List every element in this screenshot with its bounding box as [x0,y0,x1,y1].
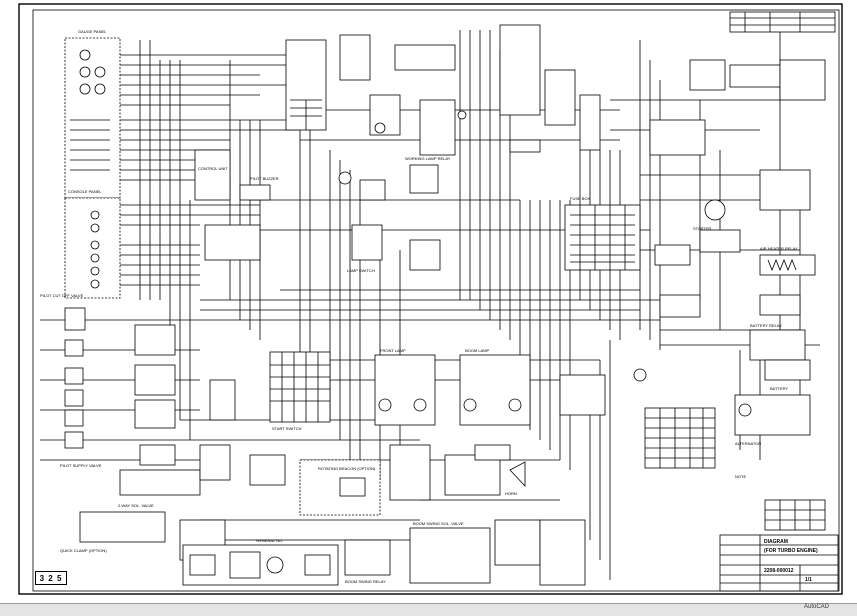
two-way-label: 2-WAY SOL. VALVE [118,503,154,508]
rotating-beacon-label: ROTATING BEACON (OPTION) [318,466,376,471]
fuse-box-label: FUSE BOX [570,196,591,201]
pilot-valves: PILOT CUT OFF VALVE PILOT SUPPLY VALVE [40,293,176,468]
air-heater-relay-label: AIR HEATER RELAY [760,246,798,251]
lamp-relays: WORKING LAMP RELAY LAMP SWITCH PILOT BUZ… [204,156,451,273]
start-switch-label: START SWITCH [272,426,302,431]
start-switch: START SWITCH [209,351,331,431]
connector-table: NOTE [644,407,826,531]
sheet-number-box: 3 2 5 [35,571,67,585]
battery-relay-label: BATTERY RELAY [750,323,782,328]
pilot-supply-label: PILOT SUPPLY VALVE [60,463,102,468]
starter-label: STARTER [693,226,711,231]
drawing-title: DIAGRAM [764,539,788,545]
control-unit: CONTROL UNIT [194,149,231,201]
terminal-block: TERMINAL NO. [182,538,339,586]
boom-lamp-label: BOOM LAMP [465,348,490,353]
drawing-page: 1/1 [805,577,812,583]
working-lamp-relay-label: WORKING LAMP RELAY [405,156,451,161]
fuse-box: FUSE BOX [564,196,641,271]
drawing-subtitle: (FOR TURBO ENGINE) [764,548,818,554]
rotating-beacon: ROTATING BEACON (OPTION) [199,444,381,516]
boom-swing-valve-label: BOOM SWING SOL. VALVE [413,521,464,526]
lamp-switch-label: LAMP SWITCH [347,268,375,273]
control-unit-label: CONTROL UNIT [198,166,228,171]
boom-swing-relay-label: BOOM SWING RELAY [345,579,386,584]
horn-label: HORN [505,491,517,496]
note-label: NOTE [735,474,746,479]
quick-clamp-label: QUICK CLAMP (OPTION) [60,548,107,553]
console-panel: CONSOLE PANEL [64,189,121,299]
gauge-panel: GAUGE PANEL [64,29,121,199]
boom-swing: BOOM SWING RELAY BOOM SWING SOL. VALVE [344,519,586,586]
terminal-no-label: TERMINAL NO. [255,538,283,543]
viewer-status-bar [0,603,857,616]
console-panel-label: CONSOLE PANEL [68,189,102,194]
battery-label: BATTERY [770,386,788,391]
lamps-horn: FRONT LAMP BOOM LAMP HORN [374,348,647,501]
right-electrical: STARTER AIR HEATER RELAY BATTERY RELAY B… [649,59,826,446]
drawing-number: 2208-000012 [764,568,794,574]
revision-block [729,11,836,33]
pilot-buzzer-label: PILOT BUZZER [250,176,279,181]
viewer-status-text: AutoCAD [804,604,830,610]
inner-frame [32,9,840,592]
title-block: DIAGRAM (FOR TURBO ENGINE) 2208-000012 1… [719,534,839,592]
gauge-panel-label: GAUGE PANEL [78,29,107,34]
alternator-label: ALTERNATOR [735,441,761,446]
top-center-blocks [285,24,601,156]
pilot-cutoff-label: PILOT CUT OFF VALVE [40,293,84,298]
front-lamp-label: FRONT LAMP [380,348,406,353]
